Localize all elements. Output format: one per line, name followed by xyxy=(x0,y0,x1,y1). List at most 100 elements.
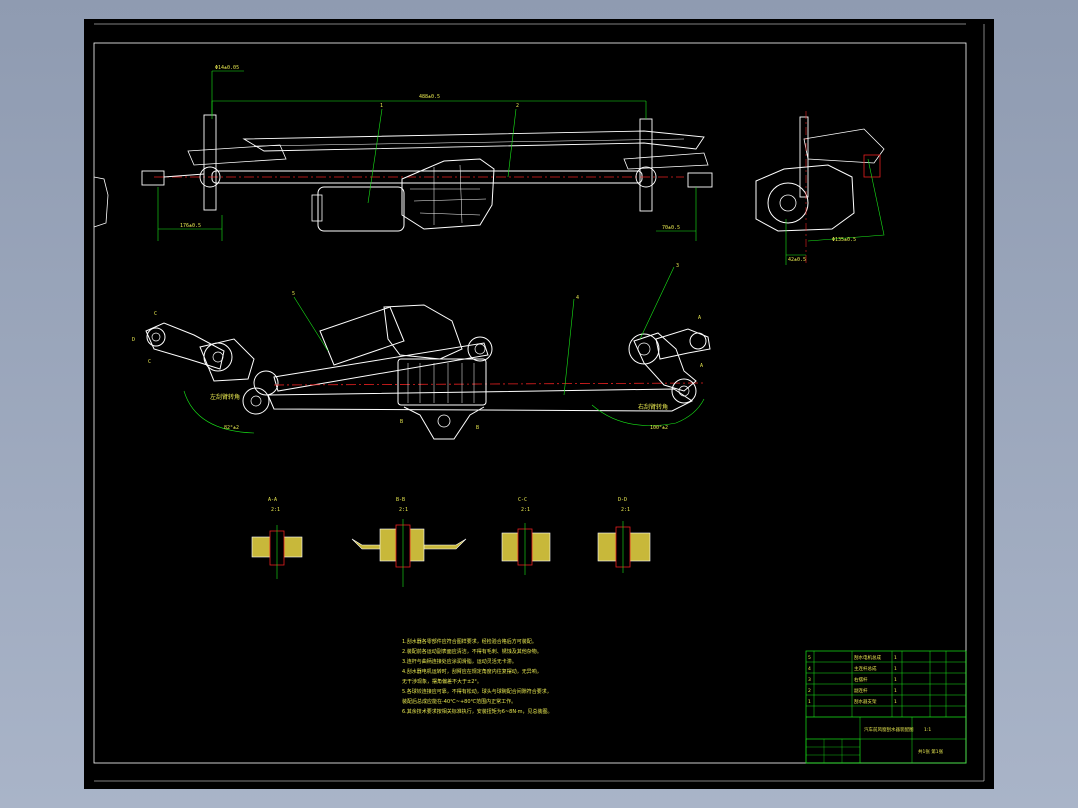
balloon-1-leader xyxy=(367,108,383,204)
front-right-pivot-pin xyxy=(637,342,651,356)
front-crank-pin xyxy=(474,343,486,355)
front-left-joint xyxy=(253,370,279,396)
front-gear-housing xyxy=(397,358,487,406)
part-row-1-name: 刮水电机总成 xyxy=(854,654,881,661)
drawing-sheet-count: 共1张 第1张 xyxy=(918,748,944,755)
balloon-2: 2 xyxy=(516,103,519,109)
top-right-bushing xyxy=(687,172,713,188)
note-line-8: 6.其余技术要求按相关标准执行，安装扭矩为6~8N·m，见总装图。 xyxy=(402,708,553,715)
left-edge-fragment xyxy=(93,176,109,228)
balloon-3: 3 xyxy=(676,263,679,269)
front-left-pivot-arm xyxy=(199,338,255,382)
balloon-5-leader xyxy=(293,296,329,352)
left-sweep-text: 82°±2 xyxy=(224,425,239,431)
marker-a-top: A xyxy=(698,315,701,321)
note-line-3: 3.连杆与曲柄连接处应涂润滑脂，运动灵活无卡滞。 xyxy=(402,658,517,665)
note-line-6: 5.各球铰连接应可靠，不得有松动，球头与球碗配合间隙符合要求， xyxy=(402,688,552,695)
front-lower-left-hub xyxy=(242,387,270,415)
section-b-b-title: B-B xyxy=(396,497,405,503)
side-motor-circle xyxy=(767,182,809,224)
part-row-1-no: 5 xyxy=(808,655,811,661)
side-arm xyxy=(803,128,885,164)
part-row-3-name: 右摆杆 xyxy=(854,676,868,683)
marker-a-bottom: A xyxy=(700,363,703,369)
front-motor-mount xyxy=(403,406,485,440)
section-c-c-scale: 2:1 xyxy=(521,507,530,513)
left-sweep-label: 左刮臂转角 xyxy=(210,393,240,401)
top-right-pivot-hub xyxy=(635,166,657,188)
front-right-crank-hole xyxy=(689,332,707,350)
part-row-5-qty: 1 xyxy=(894,699,897,705)
part-row-2-no: 4 xyxy=(808,666,811,672)
front-right-pivot-hub xyxy=(628,333,660,365)
dim-side-width-text: 42±0.5 xyxy=(788,257,806,263)
marker-b-left: B xyxy=(400,419,403,425)
side-housing xyxy=(755,164,855,232)
part-row-2-name: 主连杆总成 xyxy=(854,665,877,672)
section-c-c-title: C-C xyxy=(518,497,527,503)
top-upper-link xyxy=(242,130,705,152)
part-row-4-name: 副连杆 xyxy=(854,687,868,694)
front-motor-body xyxy=(319,306,405,366)
marker-c-bottom: C xyxy=(148,359,151,365)
top-view: 488±0.5 Φ14±0.05 176±0.5 70±0.5 1 2 xyxy=(141,65,713,241)
part-row-3-no: 3 xyxy=(808,677,811,683)
balloon-5: 5 xyxy=(292,291,295,297)
top-left-bushing-link xyxy=(163,173,205,178)
top-left-bushing xyxy=(141,170,165,186)
front-lower-link xyxy=(267,388,693,412)
dim-top-span-text: 488±0.5 xyxy=(419,94,440,100)
note-line-4: 4.刮水器电机运转时，刮臂应在规定角度内往复摆动，无异响， xyxy=(402,668,542,675)
part-row-5-name: 刮水器支架 xyxy=(854,698,877,705)
part-row-3-qty: 1 xyxy=(894,677,897,683)
title-block-frame xyxy=(805,650,967,764)
marker-c-top: C xyxy=(154,311,157,317)
dim-side-arc-text: Φ135±0.5 xyxy=(832,237,856,243)
front-upper-link xyxy=(273,342,489,392)
balloon-3-leader xyxy=(639,266,675,340)
top-upper-link-inner xyxy=(253,138,685,147)
front-centerline xyxy=(273,382,705,386)
dim-left-offset-text: 176±0.5 xyxy=(180,223,201,229)
section-b-b-scale: 2:1 xyxy=(399,507,408,513)
top-left-pivot xyxy=(203,114,217,211)
front-left-pivot-hub xyxy=(203,342,233,372)
side-view: 42±0.5 Φ135±0.5 xyxy=(755,111,885,265)
top-motor-cap xyxy=(311,194,323,222)
front-mount-hole xyxy=(437,414,451,428)
section-c-c: C-C 2:1 xyxy=(501,497,551,575)
right-sweep-label: 右刮臂转角 xyxy=(638,403,668,411)
top-left-bracket xyxy=(187,144,287,166)
top-gearbox xyxy=(401,158,495,230)
front-right-lower-pin xyxy=(678,385,690,397)
section-a-a: A-A 2:1 xyxy=(251,497,303,579)
section-b-b: B-B 2:1 xyxy=(351,497,467,587)
front-left-pivot-pin xyxy=(212,351,224,363)
front-gearbox xyxy=(383,304,463,360)
right-sweep-arc xyxy=(591,398,705,426)
balloon-4-leader xyxy=(563,298,575,396)
balloon-4: 4 xyxy=(576,295,579,301)
top-left-pivot-hub xyxy=(199,166,221,188)
front-gear-ribs xyxy=(407,363,475,403)
front-view: 82°±2 左刮臂转角 100°±2 右刮臂转角 3 4 5 C D C A A… xyxy=(132,263,711,440)
side-motor-inner xyxy=(779,194,797,212)
side-shaft xyxy=(799,116,809,198)
balloon-1: 1 xyxy=(380,103,383,109)
drawing-border xyxy=(93,42,967,764)
dim-side-arc-line xyxy=(807,158,885,242)
top-gearbox-detail xyxy=(410,164,487,225)
cad-drawing: 488±0.5 Φ14±0.05 176±0.5 70±0.5 1 2 42±0… xyxy=(93,23,985,782)
note-line-2: 2.装配前各运动副表面应清洁，不得有毛刺、锈蚀及其他杂物。 xyxy=(402,648,542,655)
front-right-crank xyxy=(655,328,711,360)
part-row-4-qty: 1 xyxy=(894,688,897,694)
marker-d-left: D xyxy=(132,337,135,343)
top-right-bracket xyxy=(623,152,709,170)
drawing-scale: 1:1 xyxy=(924,727,931,733)
marker-b-right: B xyxy=(476,425,479,431)
note-line-1: 1.刮水器各零部件应符合图样要求，经检验合格后方可装配。 xyxy=(402,638,537,645)
drawing-title: 汽车前风窗刮水器装配图 xyxy=(864,726,914,733)
right-sweep-text: 100°±2 xyxy=(650,425,668,431)
note-line-7: 装配后总成应能在-40℃~+80℃范围内正常工作。 xyxy=(402,698,516,705)
front-left-crank-hole xyxy=(146,327,166,347)
